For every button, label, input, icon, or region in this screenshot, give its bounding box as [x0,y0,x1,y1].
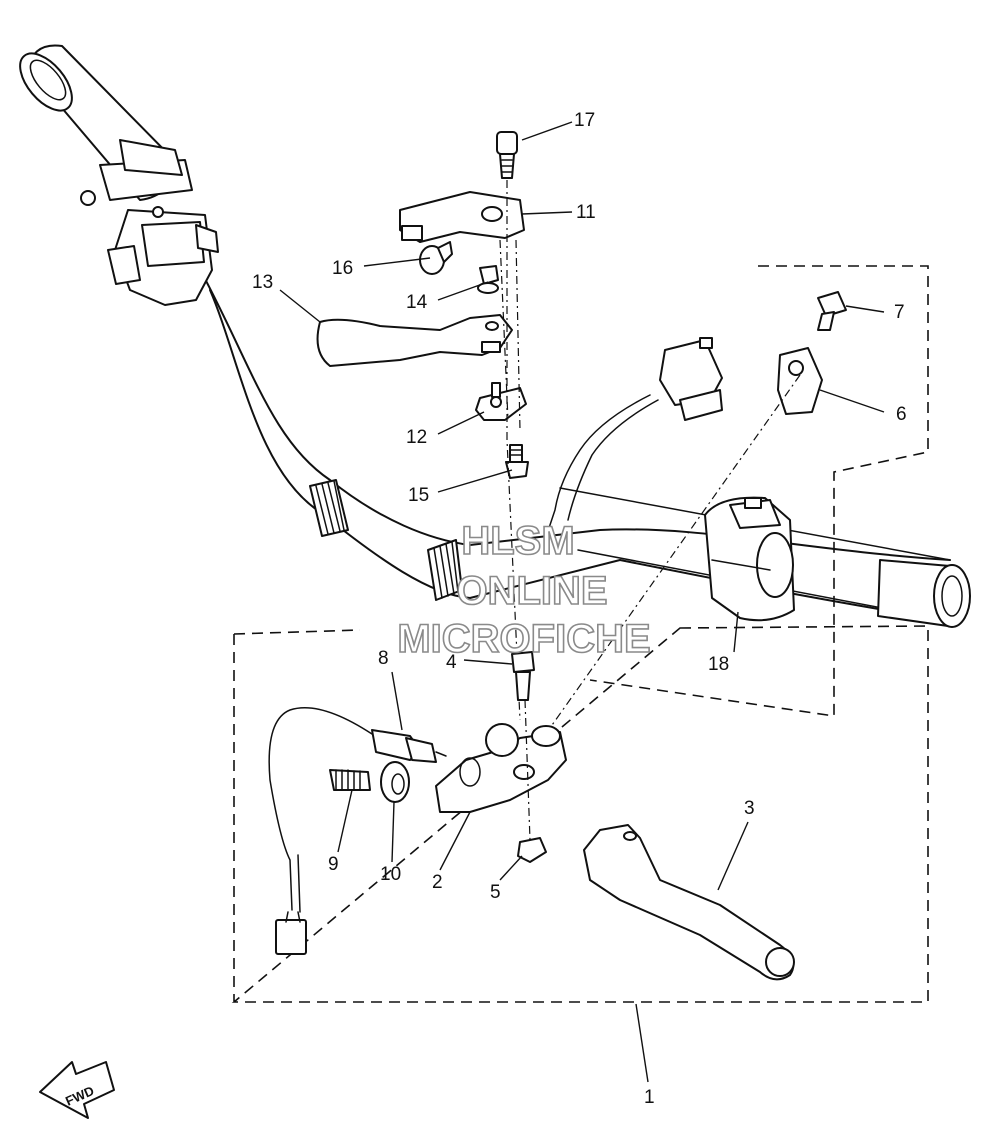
bracket-6 [777,347,823,415]
leader-lines [279,121,885,1083]
knob-16 [419,241,453,275]
right-grip-end [877,559,971,628]
switch-wire [268,707,373,955]
clutch-lever-3 [583,824,795,981]
callout-11: 11 [576,202,596,223]
switch-8 [371,729,447,763]
center-line-6 [544,374,801,736]
locknut-10 [380,761,410,803]
bolt-17 [496,131,518,179]
callout-17: 17 [574,110,595,131]
switch-wire-harness [544,337,723,541]
callout-8: 8 [378,648,389,669]
nut-14 [477,265,499,294]
adjuster-9 [329,769,371,791]
watermark: HLSM ONLINE MICROFICHE [397,518,652,662]
knurl-left [309,479,349,537]
center-line-4 [524,699,531,841]
watermark-line-1: HLSM [461,519,574,563]
bolt-7 [817,291,847,331]
watermark-line-3: MICROFICHE [397,617,650,661]
group-box-switch-bracket [589,265,929,717]
callout-18: 18 [708,654,729,675]
callout-7: 7 [894,302,905,323]
callout-10: 10 [380,864,401,885]
callout-5: 5 [490,882,501,903]
callout-labels: 17 11 16 14 13 12 15 7 6 18 8 4 3 9 10 2… [252,110,907,1108]
lever-holder-2 [435,723,567,813]
callout-4: 4 [446,652,457,673]
callout-1: 1 [644,1087,655,1108]
callout-6: 6 [896,404,907,425]
fwd-arrow-icon: FWD [39,1061,115,1119]
holder-11 [399,191,525,243]
plate-12 [475,382,527,421]
callout-9: 9 [328,854,339,875]
nut-5 [517,837,547,863]
group-box-lever-assembly [231,625,929,1003]
callout-2: 2 [432,872,443,893]
callout-12: 12 [406,427,427,448]
screw-15 [505,444,529,479]
callout-14: 14 [406,292,428,313]
bolt-4 [511,651,535,701]
callout-15: 15 [408,485,429,506]
brake-master-cylinder [80,139,219,306]
knurl-center [427,539,463,601]
callout-16: 16 [332,258,353,279]
callout-3: 3 [744,798,755,819]
callout-13: 13 [252,272,273,293]
handlebar-switch [704,496,795,622]
lever-13 [316,314,513,367]
hot-start-lever-group [316,131,529,721]
watermark-line-2: ONLINE [456,569,607,613]
